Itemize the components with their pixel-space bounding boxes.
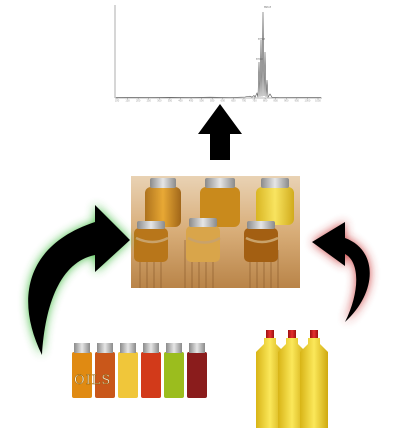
spectrum-tick-label: 850 <box>274 99 279 103</box>
red-curved-arrow-icon <box>312 222 370 322</box>
bottle <box>278 330 306 428</box>
spectrum-tick-label: 500 <box>199 99 204 103</box>
peak-label: 875.8 <box>258 37 265 41</box>
spectrum-tick-label: 750 <box>252 99 257 103</box>
spectrum-tick-label: 550 <box>210 99 215 103</box>
oil-bottles-photo <box>256 330 328 428</box>
jar <box>145 178 181 227</box>
bottle <box>256 330 284 428</box>
oil-jars-photo <box>131 176 300 288</box>
vial <box>164 343 184 398</box>
mass-spectrum: 100 150 200 250 300 350 400 450 500 550 600 650 700 7… <box>114 5 322 103</box>
bottle <box>300 330 328 428</box>
vials-label: OILS <box>74 373 111 388</box>
vial <box>187 343 207 398</box>
spectrum-tick-label: 650 <box>231 99 236 103</box>
spectrum-tick-label: 450 <box>189 99 194 103</box>
spectrum-tick-label: 350 <box>168 99 173 103</box>
spectrum-tick-label: 300 <box>157 99 162 103</box>
peak-label: 896.8 <box>264 5 271 9</box>
spectrum-tick-label: 800 <box>263 99 268 103</box>
peak-label: 879.8 <box>256 57 263 61</box>
up-arrow-icon <box>198 104 242 160</box>
spectrum-tick-labels: 100 150 200 250 300 350 400 450 500 550 600 650 700 7… <box>115 98 321 103</box>
spectrum-trace <box>115 11 321 99</box>
spectrum-tick-label: 1050 <box>315 99 321 103</box>
vial <box>72 343 92 398</box>
spectrum-tick-label: 1000 <box>305 99 311 103</box>
green-curved-arrow-icon <box>28 205 130 355</box>
vial <box>118 343 138 398</box>
jar <box>200 178 240 227</box>
spectrum-tick-label: 950 <box>295 99 300 103</box>
jar <box>186 218 220 262</box>
spectrum-tick-label: 400 <box>178 99 183 103</box>
spectrum-tick-label: 900 <box>284 99 289 103</box>
jar <box>134 221 168 262</box>
spectrum-tick-label: 100 <box>115 99 120 103</box>
spectrum-tick-label: 150 <box>125 99 130 103</box>
spectrum-tick-label: 600 <box>221 99 226 103</box>
spectrum-tick-label: 200 <box>136 99 141 103</box>
spectrum-tick-label: 250 <box>147 99 152 103</box>
vial <box>95 343 115 398</box>
spectrum-tick-label: 700 <box>242 99 247 103</box>
oil-vials-photo: OILS <box>72 343 207 398</box>
jar <box>244 221 278 262</box>
vial <box>141 343 161 398</box>
jar <box>256 178 294 225</box>
